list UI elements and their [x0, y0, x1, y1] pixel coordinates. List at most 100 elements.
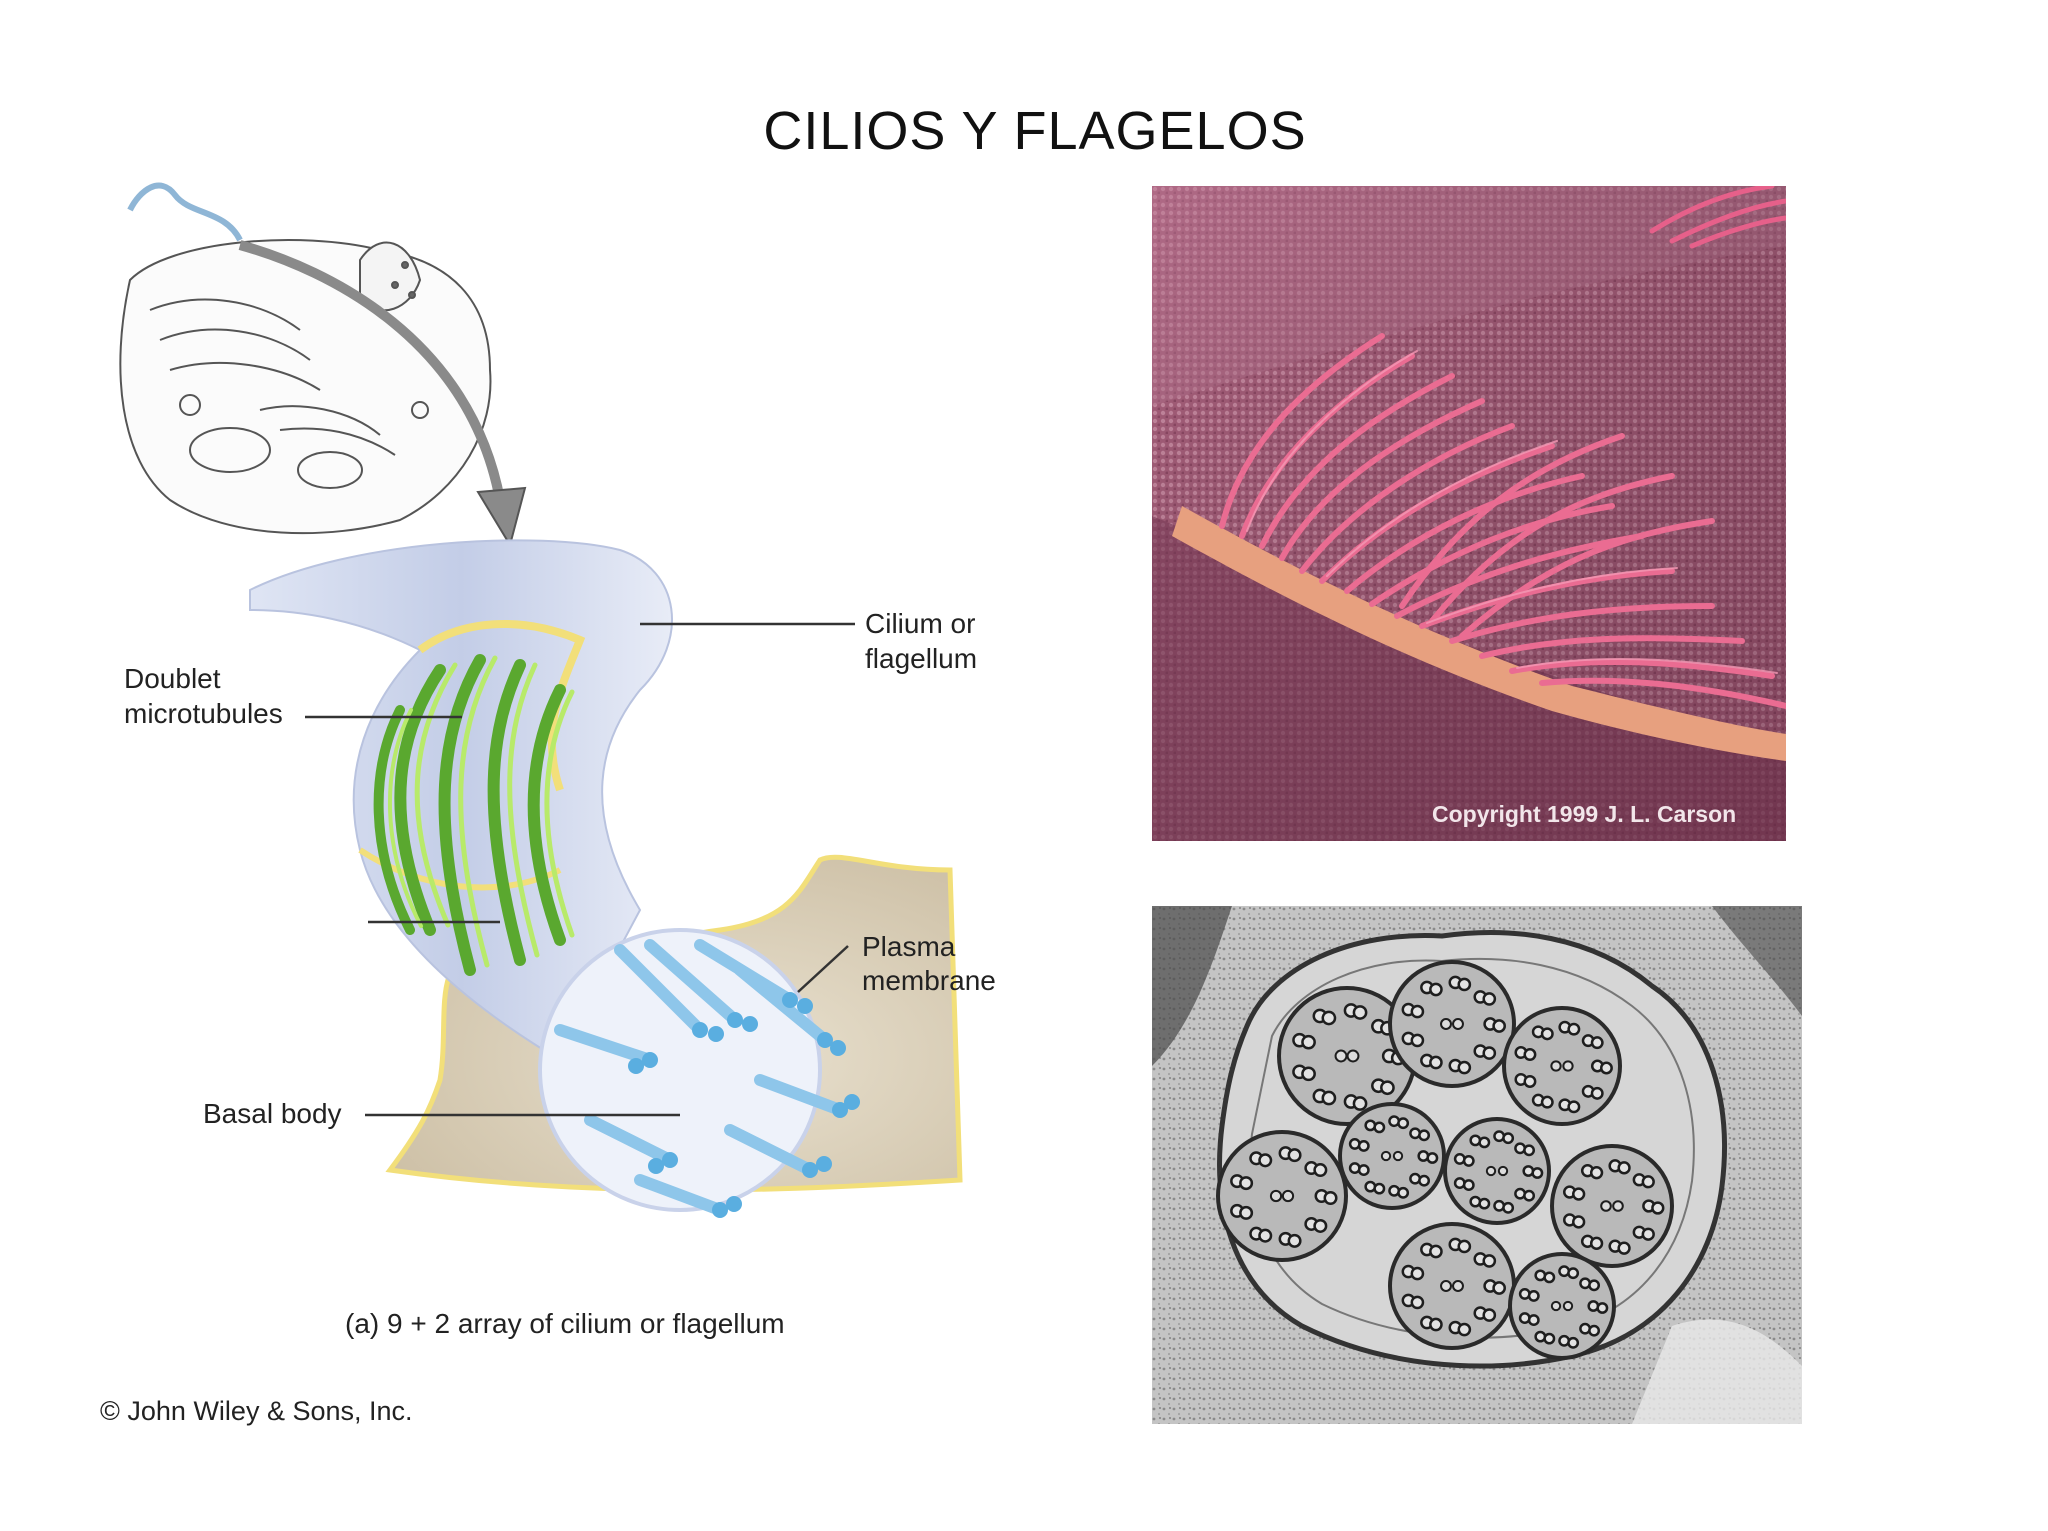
central-microtubule: [1440, 1018, 1452, 1030]
slide-title: CILIOS Y FLAGELOS: [763, 101, 1307, 161]
doublet-microtubule: [1641, 1227, 1655, 1241]
label-plasma-line2: membrane: [862, 965, 996, 996]
doublet-microtubule: [1478, 1136, 1491, 1149]
doublet-microtubule: [1540, 1095, 1554, 1109]
doublet-microtubule: [1410, 1266, 1425, 1281]
central-microtubule: [1485, 1165, 1497, 1177]
doublet-microtubule: [1482, 992, 1497, 1006]
doublet-microtubule: [1482, 1308, 1497, 1322]
doublet-microtubule: [1457, 977, 1472, 992]
doublet-microtubule: [1426, 1152, 1439, 1164]
doublet-microtubule: [1321, 1090, 1337, 1106]
doublet-microtubule: [1301, 1066, 1316, 1082]
doublet-microtubule: [1572, 1187, 1586, 1201]
doublet-microtubule: [1588, 1324, 1601, 1337]
doublet-microtubule: [1462, 1154, 1475, 1167]
doublet-microtubule: [1429, 982, 1443, 997]
cell-sketch: [119, 239, 492, 535]
central-microtubule: [1380, 1150, 1392, 1162]
doublet-microtubule: [1239, 1205, 1254, 1220]
diagram-credit: © John Wiley & Sons, Inc.: [100, 1396, 413, 1426]
doublet-microtubule: [1531, 1167, 1544, 1179]
doublet-microtubule: [1410, 1033, 1425, 1048]
doublet-microtubule: [1239, 1176, 1254, 1191]
doublet-microtubule: [1523, 1048, 1537, 1061]
doublet-microtubule: [1523, 1189, 1536, 1202]
doublet-microtubule: [1527, 1289, 1540, 1302]
doublet-microtubule: [1589, 1236, 1604, 1250]
doublet-microtubule: [1429, 1055, 1443, 1070]
doublet-microtubule: [1357, 1139, 1370, 1152]
doublet-microtubule: [1418, 1174, 1431, 1187]
doublet-microtubule: [1567, 1022, 1581, 1036]
doublet-microtubule: [1523, 1075, 1537, 1088]
sem-micrograph: Copyright 1999 J. L. Carson: [1152, 186, 1786, 841]
doublet-microtubule: [1457, 1239, 1472, 1254]
doublet-microtubule: [1373, 1121, 1386, 1134]
central-microtubule: [1497, 1165, 1509, 1177]
doublet-microtubule: [1617, 1241, 1631, 1255]
central-microtubule: [1550, 1300, 1562, 1312]
doublet-microtubule: [1599, 1061, 1613, 1075]
central-microtubule: [1281, 1189, 1295, 1203]
doublet-microtubule: [1567, 1100, 1581, 1114]
central-microtubule: [1269, 1189, 1283, 1203]
doublet-microtubule: [1373, 1182, 1386, 1195]
doublet-microtubule: [1590, 1036, 1604, 1050]
doublet-microtubule: [1482, 1046, 1497, 1060]
doublet-microtubule: [1397, 1186, 1410, 1199]
doublet-microtubule: [1258, 1153, 1273, 1168]
doublet-microtubule: [1590, 1086, 1604, 1100]
doublet-microtubule: [1540, 1027, 1554, 1041]
doublet-microtubule: [1588, 1279, 1601, 1292]
doublet-microtubule: [1323, 1190, 1338, 1206]
label-basal-body: Basal body: [203, 1098, 342, 1129]
doublet-microtubule: [1258, 1228, 1273, 1243]
doublet-microtubule: [1301, 1034, 1316, 1050]
central-microtubule: [1440, 1280, 1452, 1292]
central-microtubule: [1550, 1060, 1562, 1072]
label-doublet-line2: microtubules: [124, 698, 283, 729]
doublet-microtubule: [1429, 1244, 1443, 1259]
basal-body-triplets: [554, 939, 860, 1218]
doublet-microtubule: [1457, 1060, 1472, 1075]
doublet-microtubule: [1502, 1132, 1515, 1145]
doublet-microtubule: [1313, 1163, 1328, 1178]
central-microtubule: [1392, 1150, 1404, 1162]
sem-copyright: Copyright 1999 J. L. Carson: [1432, 801, 1736, 827]
doublet-microtubule: [1641, 1175, 1655, 1189]
doublet-microtubule: [1492, 1019, 1506, 1033]
doublet-microtubule: [1651, 1201, 1665, 1215]
doublet-microtubule: [1523, 1144, 1536, 1157]
doublet-microtubule: [1567, 1336, 1580, 1349]
doublet-microtubule: [1287, 1233, 1302, 1248]
doublet-microtubule: [1352, 1096, 1368, 1111]
doublet-microtubule: [1410, 1295, 1425, 1310]
doublet-microtubule: [1527, 1314, 1540, 1327]
doublet-microtubule: [1429, 1317, 1443, 1332]
doublet-microtubule: [1462, 1179, 1475, 1192]
central-microtubule: [1452, 1280, 1464, 1292]
label-doublet-line1: Doublet: [124, 663, 221, 694]
central-microtubule: [1600, 1200, 1612, 1212]
doublet-microtubule: [1543, 1332, 1556, 1345]
doublet-microtubule: [1482, 1254, 1497, 1268]
central-microtubule: [1452, 1018, 1464, 1030]
doublet-microtubule: [1418, 1129, 1431, 1142]
doublet-microtubule: [1357, 1164, 1370, 1177]
doublet-microtubule: [1478, 1197, 1491, 1210]
doublet-microtubule: [1397, 1117, 1410, 1130]
central-microtubule: [1334, 1049, 1348, 1063]
doublet-microtubule: [1589, 1166, 1604, 1180]
cilium-structure-diagram: Cilium or flagellum Doublet microtubules…: [100, 182, 996, 1426]
doublet-microtubule: [1457, 1322, 1472, 1337]
axoneme-cross-sections: [1216, 960, 1674, 1360]
doublet-microtubule: [1543, 1271, 1556, 1284]
leader-lines: [305, 622, 855, 1117]
doublet-microtubule: [1313, 1218, 1328, 1233]
central-microtubule: [1562, 1300, 1574, 1312]
central-microtubule: [1346, 1049, 1360, 1063]
label-cilium-line1: Cilium or: [865, 608, 975, 639]
doublet-microtubule: [1617, 1161, 1631, 1175]
doublet-microtubule: [1502, 1201, 1515, 1214]
